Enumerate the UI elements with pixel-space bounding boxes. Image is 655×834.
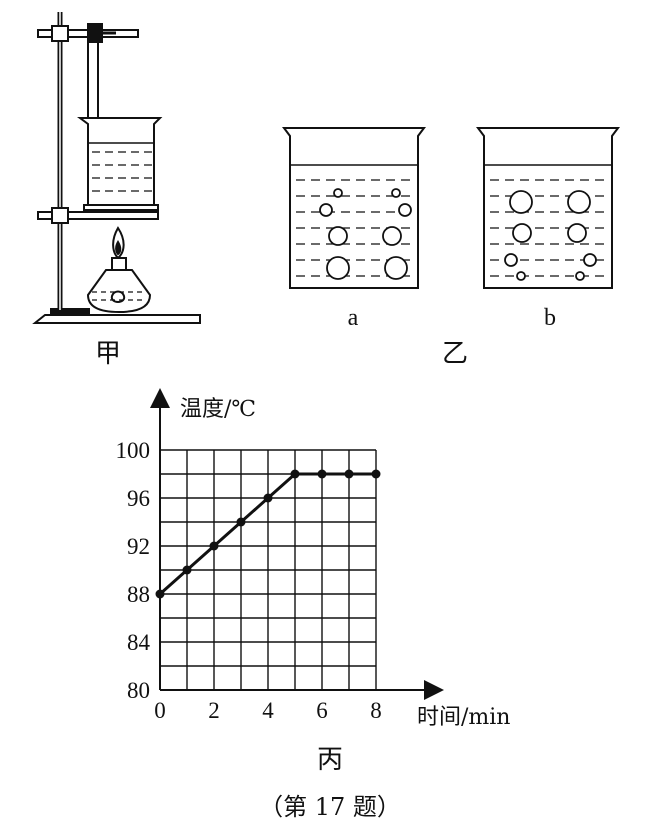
y-tick-label: 100: [116, 438, 151, 463]
data-point: [263, 493, 273, 503]
y-axis-label: 温度/℃: [180, 397, 256, 422]
lamp-wick-holder: [111, 257, 127, 271]
data-point: [209, 541, 219, 551]
bubbles-a: [319, 188, 412, 280]
data-point: [155, 589, 165, 599]
label-beaker-a: a: [348, 305, 359, 331]
data-points: [155, 469, 381, 599]
data-point: [290, 469, 300, 479]
stand-foot: [50, 308, 90, 316]
data-point: [182, 565, 192, 575]
x-tick-labels: 0 2 4 6 8: [154, 698, 382, 723]
y-tick-label: 96: [127, 486, 150, 511]
beaker-b: [476, 127, 620, 289]
lower-clamp: [37, 211, 159, 220]
x-tick-label: 6: [316, 698, 328, 723]
wire-gauze: [83, 204, 159, 211]
beaker-jia: [77, 117, 163, 206]
temperature-time-chart: 温度/℃ 时间/min 80 84 88 92 96 100 0 2 4 6 8: [116, 388, 510, 730]
data-point: [344, 469, 354, 479]
label-beaker-b: b: [544, 305, 556, 331]
y-tick-label: 88: [127, 582, 150, 607]
y-tick-label: 84: [127, 630, 151, 655]
x-tick-label: 2: [208, 698, 220, 723]
x-tick-label: 4: [262, 698, 274, 723]
bubbles-b: [504, 190, 597, 281]
y-tick-label: 92: [127, 534, 150, 559]
data-point: [371, 469, 381, 479]
stand-base: [32, 314, 201, 324]
apparatus-jia: [32, 12, 201, 324]
question-label: （第 17 题）: [259, 793, 401, 821]
caption-bing: 丙: [317, 745, 343, 775]
x-tick-label: 0: [154, 698, 166, 723]
y-tick-labels: 80 84 88 92 96 100: [116, 438, 151, 703]
x-axis-label: 时间/min: [417, 705, 510, 730]
x-tick-label: 8: [370, 698, 382, 723]
beaker-a: [282, 127, 426, 289]
chart-grid: [159, 449, 377, 691]
caption-yi: 乙: [442, 339, 468, 369]
y-tick-label: 80: [127, 678, 150, 703]
data-point: [236, 517, 246, 527]
caption-jia: 甲: [95, 339, 121, 369]
data-point: [317, 469, 327, 479]
